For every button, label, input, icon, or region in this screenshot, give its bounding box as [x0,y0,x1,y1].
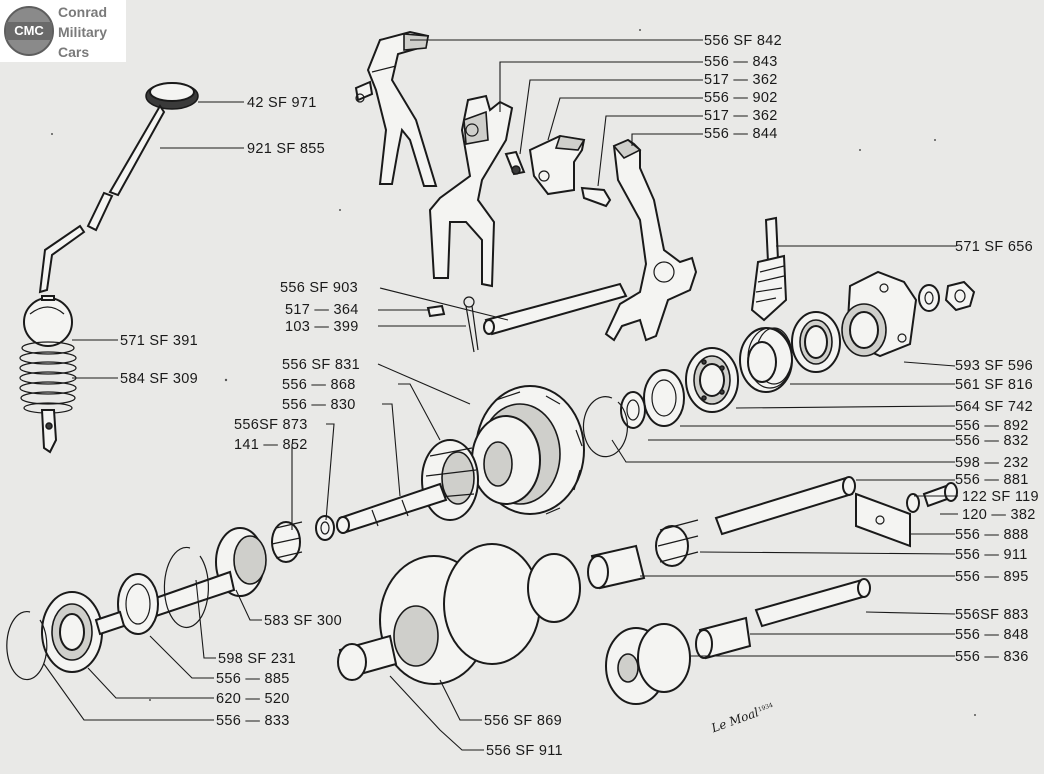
input-shaft-gear [148,527,267,618]
double-gear-large [471,385,585,515]
selector-fork-2 [428,94,514,288]
label-141-852: 141 — 852 [234,437,308,453]
rear-flange [841,270,918,358]
gear-lever [23,82,199,347]
selector-rod [483,282,628,336]
label-593sf596: 593 SF 596 [955,358,1033,374]
bearing-spacer [643,369,685,427]
flange-nut [944,280,976,312]
main-shaft [336,482,448,534]
cmc-badge-text: CMC [6,22,52,40]
sliding-gear [421,439,479,521]
speedometer-pinion [750,216,788,322]
cluster-gear [337,543,581,685]
label-556-885: 556 — 885 [216,671,290,687]
label-598-232: 598 — 232 [955,455,1029,471]
label-556sf842: 556 SF 842 [704,33,782,49]
reverse-shaft [754,578,871,628]
label-556-868: 556 — 868 [282,377,356,393]
logo-word-conrad: Conrad [58,4,107,20]
label-556-836: 556 — 836 [955,649,1029,665]
label-571sf656: 571 SF 656 [955,239,1033,255]
label-556sf869: 556 SF 869 [484,713,562,729]
svg-text:Le Moal: Le Moal [709,705,761,735]
label-517-362-a: 517 — 362 [704,72,778,88]
logo-words: Conrad Military Cars [58,2,107,62]
label-556sf831: 556 SF 831 [282,357,360,373]
split-pin [463,296,479,353]
sleeve-ring [739,327,793,393]
lock-screw-1 [504,150,526,176]
label-120-382: 120 — 382 [962,507,1036,523]
selector-fork-3 [604,138,698,342]
label-103-399: 103 — 399 [285,319,359,335]
label-556-833: 556 — 833 [216,713,290,729]
label-556-848: 556 — 848 [955,627,1029,643]
rod-pin [426,304,446,318]
artist-signature: Le Moal 1934 [709,702,775,736]
label-556sf911: 556 SF 911 [486,743,563,759]
needle-roller-small [271,521,303,563]
plate-washer [906,493,920,513]
plate-bolt [922,482,958,508]
label-517-364: 517 — 364 [285,302,359,318]
label-921sf855: 921 SF 855 [247,141,325,157]
label-598sf231: 598 SF 231 [218,651,296,667]
input-washer [117,573,159,635]
label-122sf119: 122 SF 119 [962,489,1039,505]
label-517-362-b: 517 — 362 [704,108,778,124]
layshaft-needles [655,519,699,567]
selector-lock-block [528,134,586,196]
label-556-844: 556 — 844 [704,126,778,142]
reverse-bush [695,616,752,660]
label-571sf391: 571 SF 391 [120,333,198,349]
part-number-labels: 556 SF 842 556 — 843 517 — 362 556 — 902… [120,33,1039,759]
reverse-gear [605,623,691,705]
layshaft-sleeve [587,544,646,590]
input-circlip [6,610,48,681]
label-584sf309: 584 SF 309 [120,371,198,387]
label-42sf971: 42 SF 971 [247,95,317,111]
label-556-881: 556 — 881 [955,472,1029,488]
logo-word-military: Military [58,24,108,40]
label-556-895: 556 — 895 [955,569,1029,585]
cmc-badge-icon: CMC [4,6,54,56]
layshaft-plate [855,492,911,548]
circlip-input [163,546,210,629]
label-556sf873: 556SF 873 [234,417,308,433]
label-556-911: 556 — 911 [955,547,1028,563]
flange-washer [918,284,940,312]
label-556sf903: 556 SF 903 [280,280,358,296]
input-bearing [41,591,126,673]
layshaft [714,476,856,536]
label-556-830: 556 — 830 [282,397,356,413]
label-564sf742: 564 SF 742 [955,399,1033,415]
selector-fork-1 [354,30,438,187]
label-556sf883: 556SF 883 [955,607,1029,623]
label-556-843: 556 — 843 [704,54,778,70]
cmc-logo-watermark: CMC Conrad Military Cars [0,0,126,62]
circlip-large [582,396,629,458]
paper-specks [51,29,976,716]
lever-spring [19,341,77,454]
label-583sf300: 583 SF 300 [264,613,342,629]
shaft-washer-small [315,515,335,541]
label-556-832: 556 — 832 [955,433,1029,449]
lock-screw-2 [580,186,612,208]
leader-lines [43,39,958,751]
oil-seal [791,311,841,373]
label-556-902: 556 — 902 [704,90,778,106]
logo-word-cars: Cars [58,44,90,60]
label-556-888: 556 — 888 [955,527,1029,543]
label-561sf816: 561 SF 816 [955,377,1033,393]
label-620-520: 620 — 520 [216,691,290,707]
main-bearing [685,347,739,413]
label-556-892: 556 — 892 [955,418,1029,434]
svg-text:1934: 1934 [757,702,774,714]
